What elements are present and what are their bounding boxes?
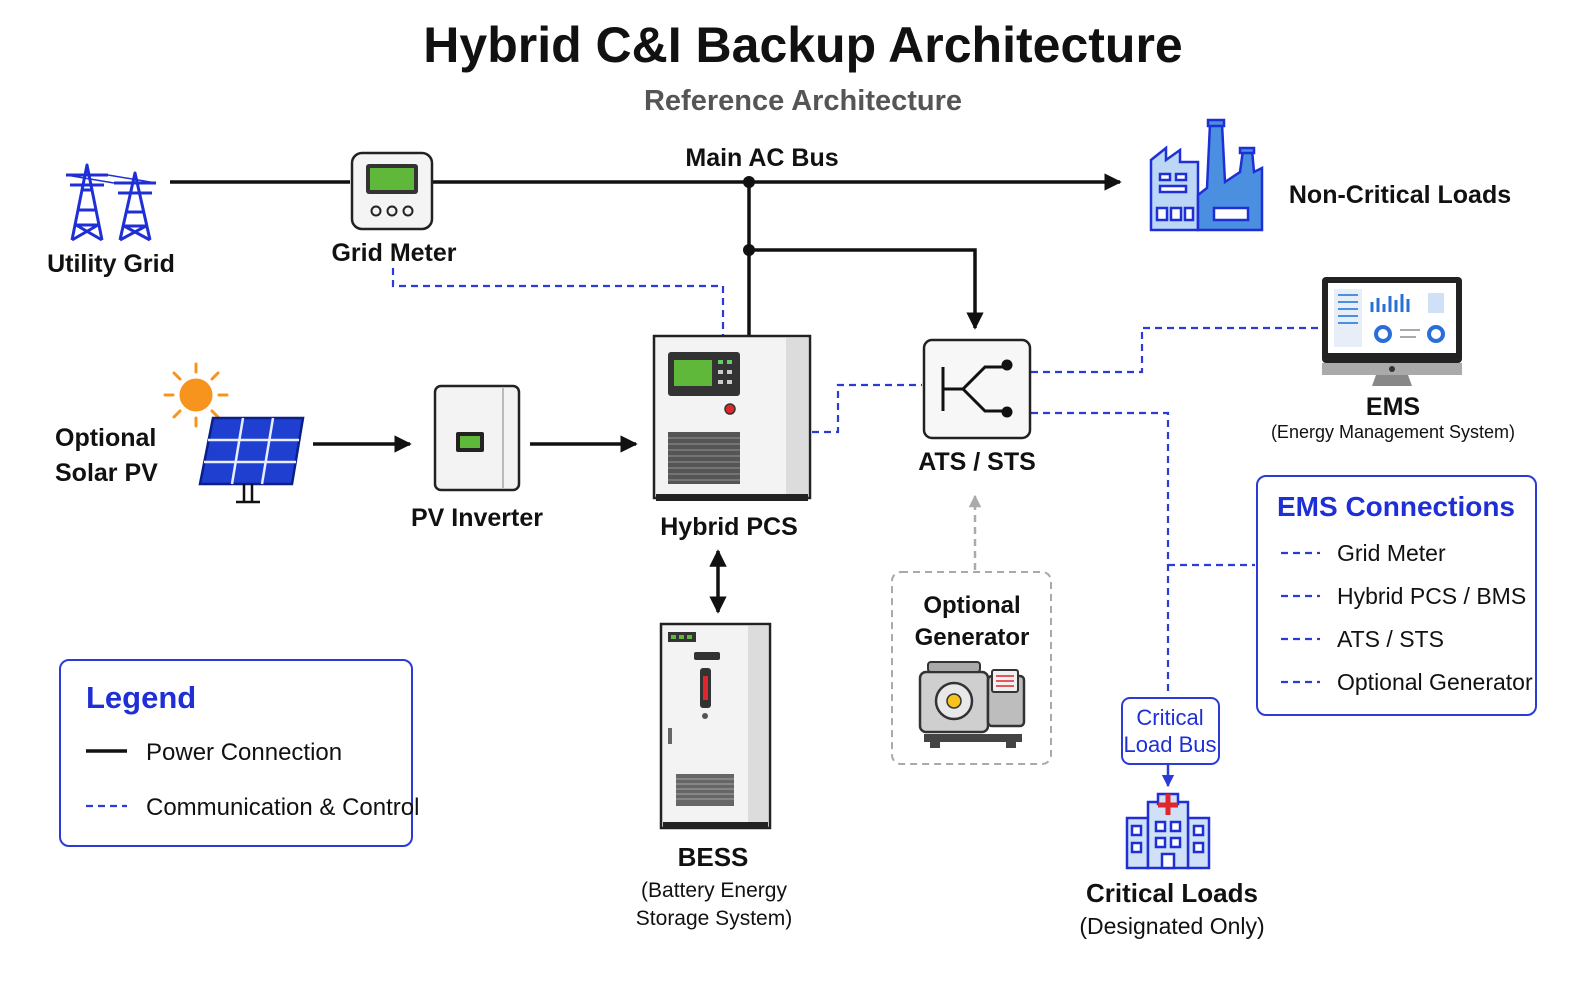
critical-load-bus: Critical Load Bus — [1121, 697, 1220, 765]
ems-connections-title: EMS Connections — [1277, 491, 1515, 522]
legend-item-power: Power Connection — [146, 739, 342, 766]
pcs-cabinet-icon — [652, 334, 812, 501]
sun-icon — [163, 362, 229, 428]
transmission-tower-icon — [65, 163, 157, 242]
critical-loads-label: Critical Loads — [1086, 878, 1258, 908]
communication-connections — [391, 268, 1320, 788]
pv-inverter-label: PV Inverter — [411, 504, 543, 532]
battery-cabinet-icon — [659, 622, 772, 830]
ems-connection-item: Optional Generator — [1337, 669, 1533, 695]
inverter-icon — [433, 384, 521, 492]
meter-icon — [350, 151, 434, 231]
grid-meter-label: Grid Meter — [331, 239, 456, 267]
transfer-switch-icon — [922, 338, 1032, 440]
hospital-icon — [1125, 792, 1211, 870]
diagram-subtitle: Reference Architecture — [644, 85, 962, 117]
generator-label-line2: Generator — [915, 624, 1030, 651]
non-critical-loads-label: Non-Critical Loads — [1289, 181, 1511, 209]
legend-panel: Legend Power Connection Communication & … — [59, 659, 419, 847]
ems-label: EMS — [1366, 393, 1420, 421]
generator-icon — [918, 661, 1026, 748]
bess-sublabel-line1: (Battery Energy — [641, 879, 787, 902]
ems-connections-panel: EMS Connections Grid Meter Hybrid PCS / … — [1256, 475, 1537, 716]
ats-sts-label: ATS / STS — [918, 448, 1036, 476]
monitor-icon — [1322, 277, 1462, 386]
critical-bus-label-line1: Critical — [1136, 705, 1203, 730]
factory-icon — [1149, 118, 1264, 232]
solar-pv-label-line1: Optional — [55, 424, 156, 452]
power-connections — [170, 173, 1122, 614]
critical-loads-sublabel: (Designated Only) — [1079, 913, 1264, 939]
generator-block: Optional Generator — [891, 571, 1052, 765]
main-ac-bus-label: Main AC Bus — [685, 144, 838, 172]
critical-bus-label-line2: Load Bus — [1124, 732, 1217, 757]
generator-label-line1: Optional — [923, 592, 1020, 619]
diagram-title: Hybrid C&I Backup Architecture — [423, 17, 1182, 73]
solar-pv-label-line2: Solar PV — [55, 459, 158, 487]
legend-item-communication: Communication & Control — [146, 794, 419, 821]
hybrid-pcs-label: Hybrid PCS — [660, 513, 798, 541]
solar-panel-icon — [198, 416, 305, 504]
bess-sublabel-line2: Storage System) — [636, 907, 792, 930]
ems-connection-item: ATS / STS — [1337, 626, 1444, 652]
legend-title: Legend — [86, 680, 196, 715]
ems-connection-item: Grid Meter — [1337, 540, 1446, 566]
utility-grid-label: Utility Grid — [47, 250, 175, 278]
ems-connection-item: Hybrid PCS / BMS — [1337, 583, 1526, 609]
ems-sublabel: (Energy Management System) — [1271, 422, 1515, 442]
bess-label: BESS — [678, 842, 749, 872]
